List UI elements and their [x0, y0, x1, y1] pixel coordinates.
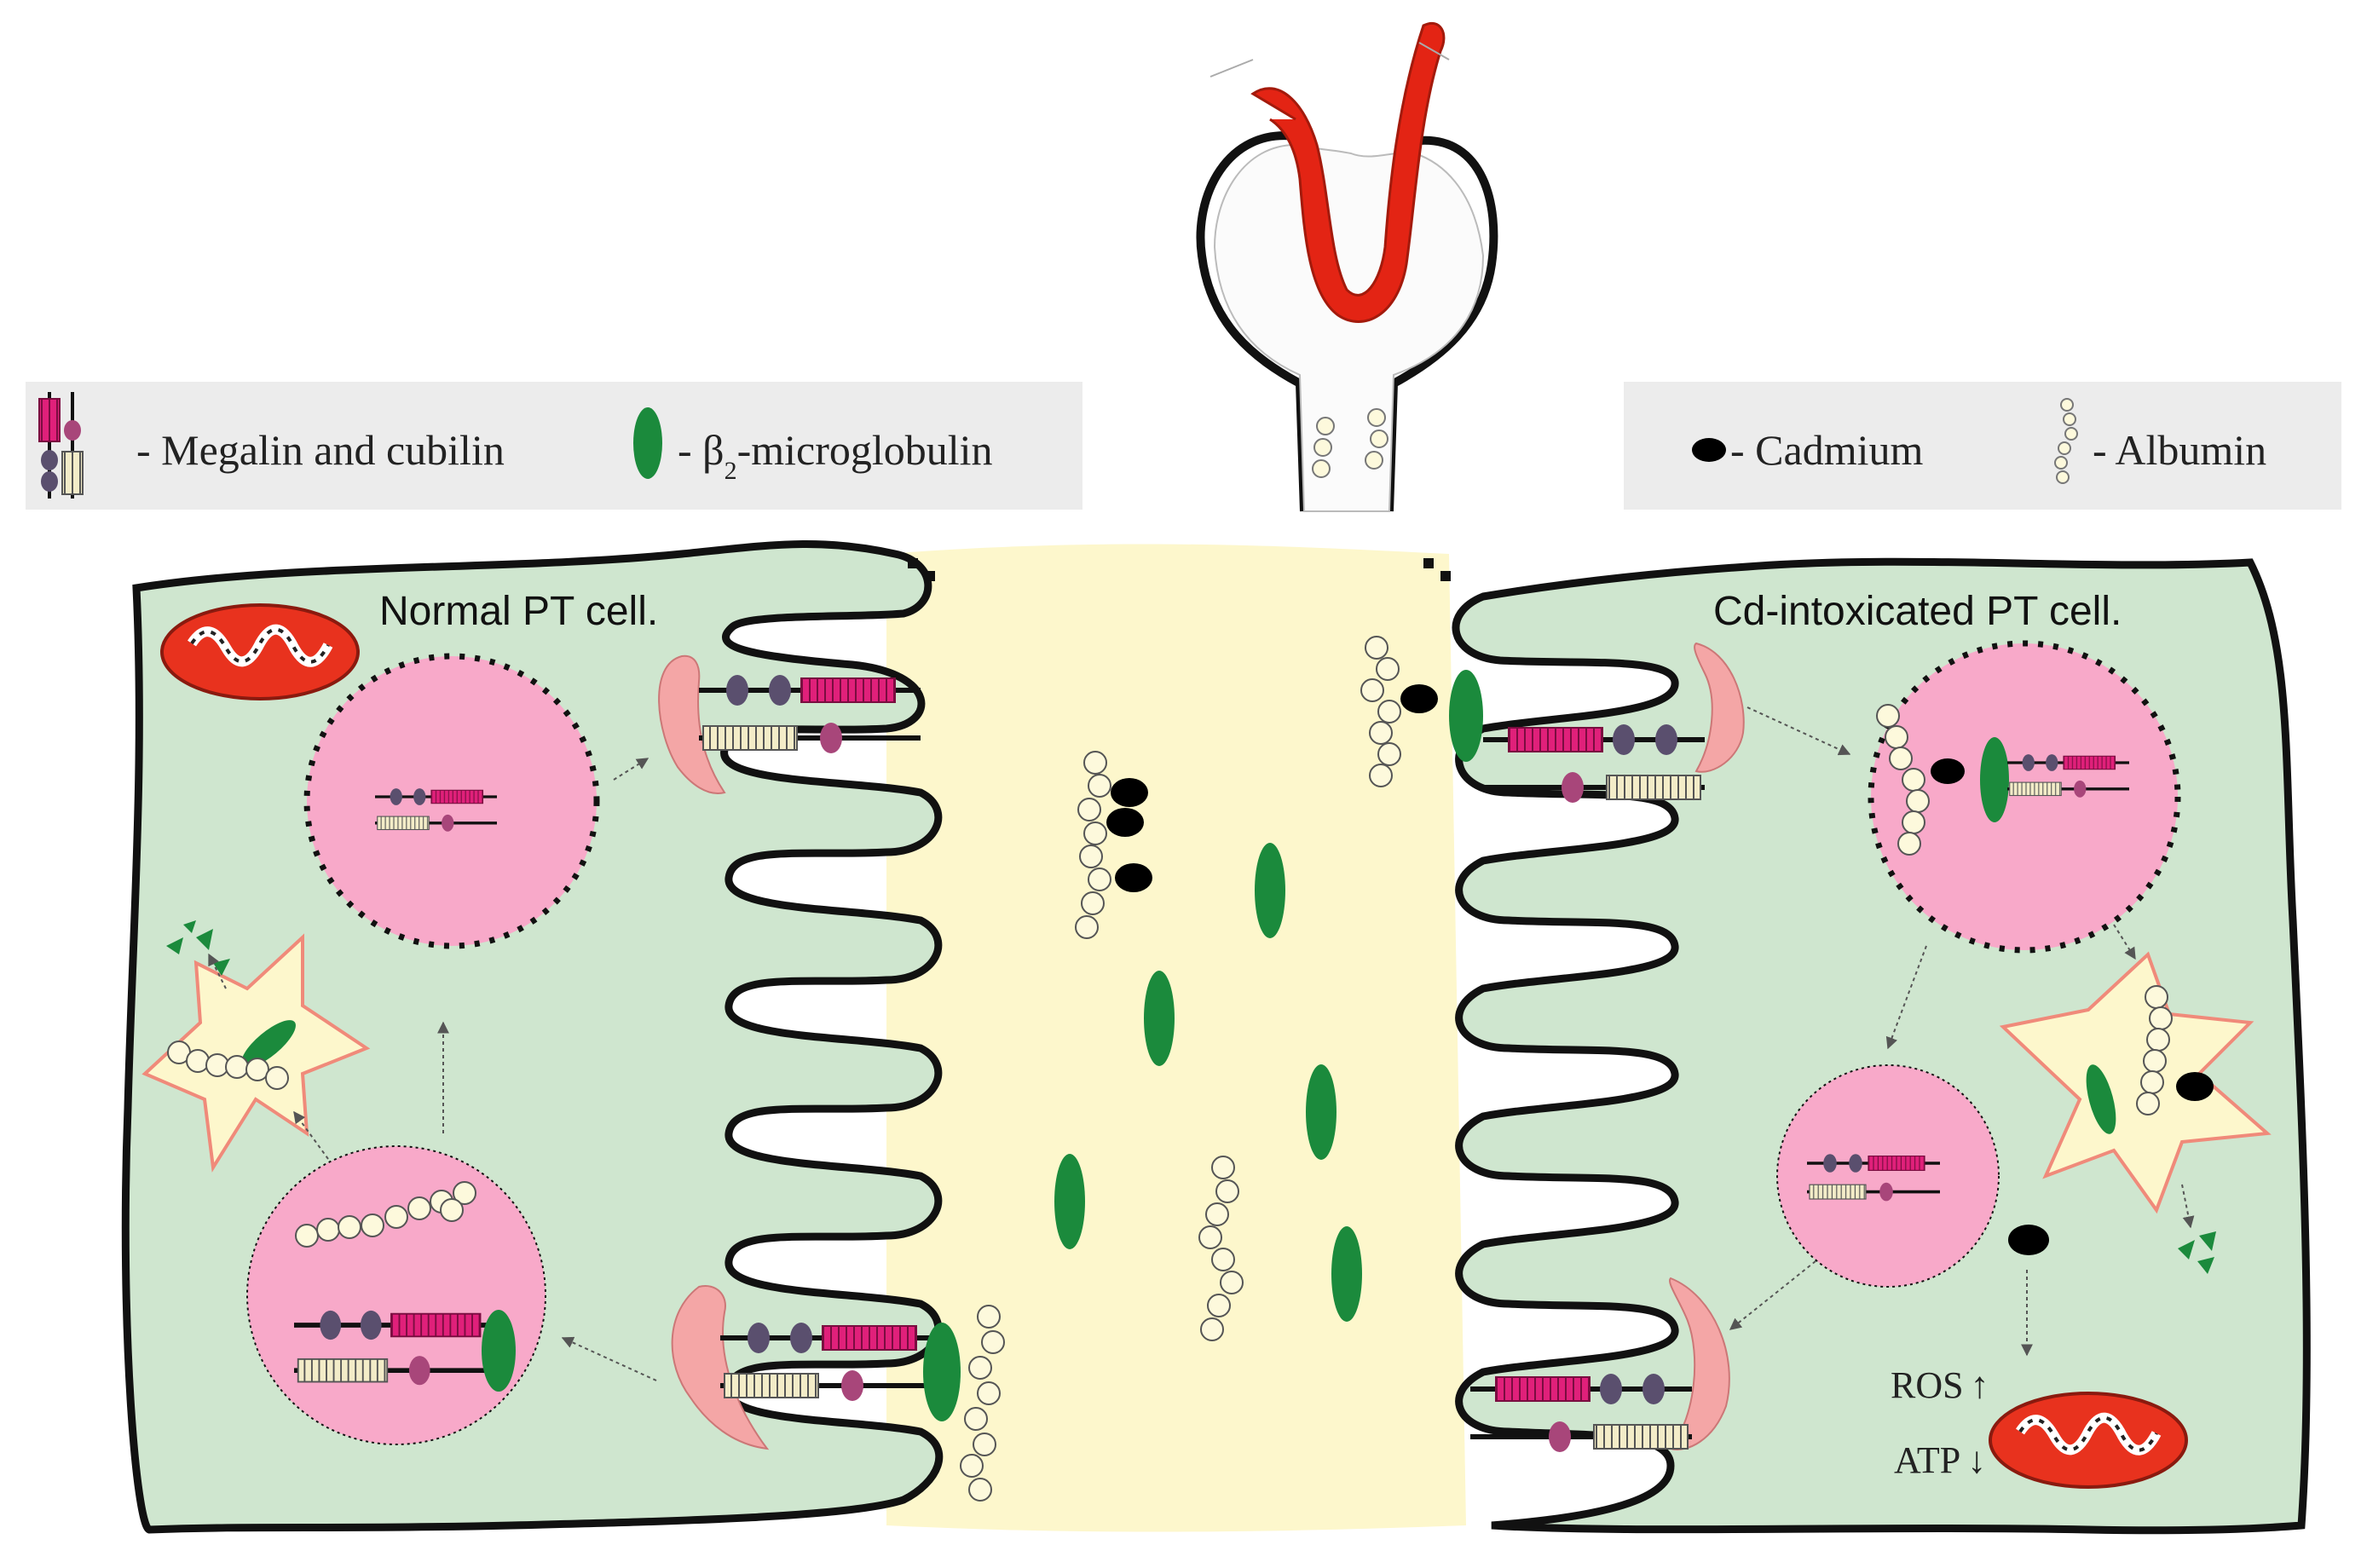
legend-left: - Megalin and cubilin - β2-microglobulin	[26, 382, 1082, 510]
recycling-vesicle-cd	[1776, 1064, 2000, 1288]
atp-label: ATP↓	[1894, 1439, 1986, 1481]
normal-pt-cell: Normal PT cell.	[121, 539, 1005, 1534]
legend-cadmium-label: - Cadmium	[1730, 426, 1923, 474]
legend-albumin-label: - Albumin	[2093, 426, 2266, 474]
nephron-icon	[1196, 21, 1498, 512]
mitochondrion-icon	[162, 605, 358, 699]
legend-receptor-label: - Megalin and cubilin	[136, 426, 505, 474]
endosome-vesicle	[246, 1145, 546, 1445]
apical-receptor-bottom	[671, 1285, 1005, 1502]
megalin-cubilin-icon	[38, 392, 84, 499]
b2m-icon	[633, 407, 662, 479]
legend-right: - Cadmium - Albumin	[1624, 382, 2341, 510]
cadmium-icon	[1692, 438, 1726, 462]
cd-intoxicated-pt-cell: Cd-intoxicated PT cell. ROS↑ ATP↓	[1360, 557, 2311, 1535]
legend-b2m-label: - β2-microglobulin	[678, 426, 993, 485]
degraded-fragments-cd	[2178, 1231, 2216, 1274]
recycling-vesicle	[303, 653, 600, 949]
cd-cell-title: Cd-intoxicated PT cell.	[1713, 589, 2122, 634]
ros-label: ROS↑	[1891, 1364, 1989, 1406]
normal-cell-title: Normal PT cell.	[379, 589, 658, 634]
cd-endosome-vesicle	[1868, 640, 2181, 954]
apical-receptor-top-cd	[1360, 636, 1745, 803]
lumen-contents	[908, 558, 1451, 1341]
tubule-lumen	[886, 544, 1466, 1532]
lysosome-icon-cd	[1999, 951, 2272, 1214]
apical-receptor-bottom-cd	[1470, 1277, 1730, 1452]
albumin-icon	[2054, 398, 2078, 484]
lysosome-icon	[141, 933, 371, 1173]
apical-receptor-top	[658, 654, 921, 794]
mitochondrion-icon-cd	[1990, 1393, 2186, 1487]
free-cadmium	[2008, 1225, 2049, 1255]
